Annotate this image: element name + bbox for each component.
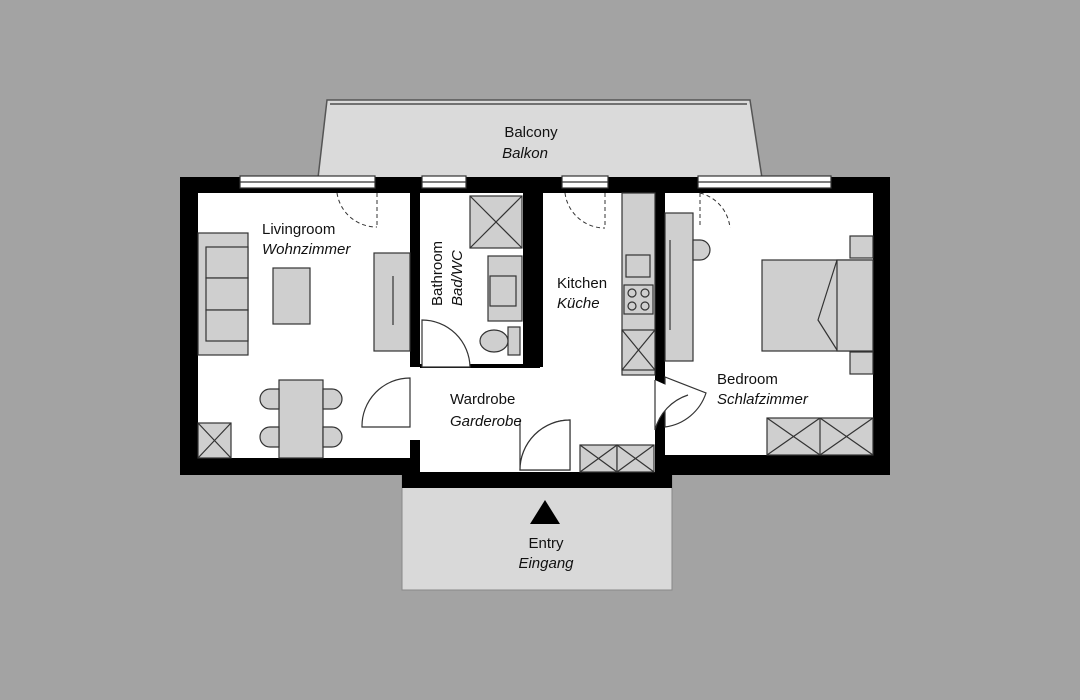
stove-icon	[623, 284, 654, 315]
chair-icon	[259, 388, 280, 410]
kitchen-sink-icon	[625, 254, 651, 278]
kitchen-label: Kitchen	[557, 275, 607, 292]
dining-table	[278, 379, 324, 459]
triangle-up-icon	[530, 500, 560, 524]
bathroom-label-de: Bad/WC	[449, 250, 466, 306]
chair-icon	[259, 426, 280, 448]
balcony-label: Balcony	[504, 124, 558, 141]
nightstand	[849, 351, 874, 375]
bathroom-label: Bathroom	[429, 241, 446, 306]
bedroom-label: Bedroom	[717, 371, 778, 388]
balcony-label-de: Balkon	[502, 145, 548, 162]
toilet-icon	[479, 329, 509, 353]
livingroom-furniture	[197, 232, 411, 459]
livingroom-label-de: Wohnzimmer	[262, 241, 351, 258]
livingroom-label: Livingroom	[262, 221, 335, 238]
interior-walls	[410, 193, 665, 475]
bedroom-furniture	[664, 212, 874, 456]
kitchen-counter	[621, 192, 656, 376]
sideboard	[373, 252, 411, 352]
bathroom-fixtures	[469, 195, 523, 356]
toilet-tank	[507, 326, 521, 356]
nightstand	[849, 235, 874, 259]
kitchen-label-de: Küche	[557, 295, 600, 312]
doors	[361, 319, 707, 471]
desk-chair-icon	[692, 239, 711, 261]
chair-icon	[322, 426, 343, 448]
coffee-table	[272, 267, 311, 325]
wardrobe-cabinets	[579, 444, 655, 473]
desk	[664, 212, 694, 362]
bedroom-label-de: Schlafzimmer	[717, 391, 809, 408]
wardrobe-label-de: Garderobe	[450, 413, 522, 430]
entry-area	[401, 467, 673, 591]
window-swings	[336, 192, 731, 229]
windows	[239, 175, 832, 189]
sink-icon	[489, 275, 517, 307]
entry-label: Entry	[528, 535, 564, 552]
wardrobe-label: Wardrobe	[450, 391, 515, 408]
chair-icon	[322, 388, 343, 410]
entry-label-de: Eingang	[518, 555, 574, 572]
